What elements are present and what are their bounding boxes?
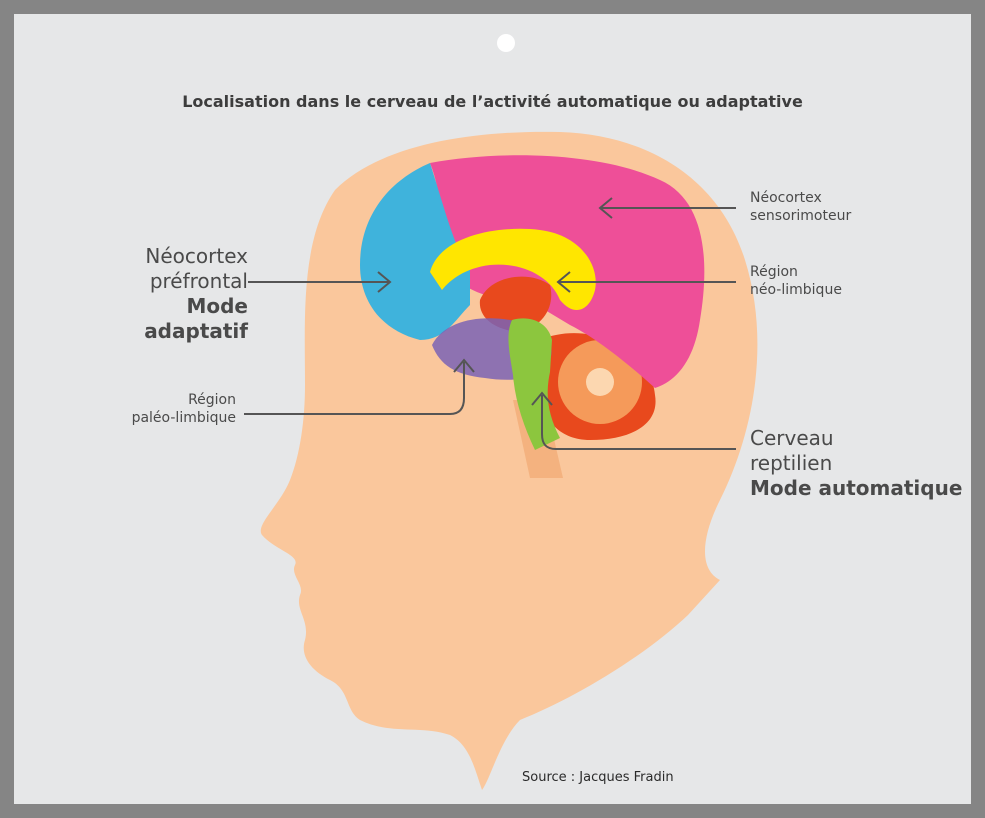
sensorimotor-label: Néocortex sensorimoteur xyxy=(750,190,851,225)
prefrontal-label: Néocortex préfrontal Mode adaptatif xyxy=(80,244,248,344)
neo-limbic-label: Région néo-limbique xyxy=(750,264,842,299)
reptilian-label: Cerveau reptilien Mode automatique xyxy=(750,426,962,501)
hanging-hole xyxy=(497,34,515,52)
source-credit: Source : Jacques Fradin xyxy=(522,770,674,785)
infographic-title: Localisation dans le cerveau de l’activi… xyxy=(0,92,985,111)
paleo-limbic-label: Région paléo-limbique xyxy=(80,392,236,427)
